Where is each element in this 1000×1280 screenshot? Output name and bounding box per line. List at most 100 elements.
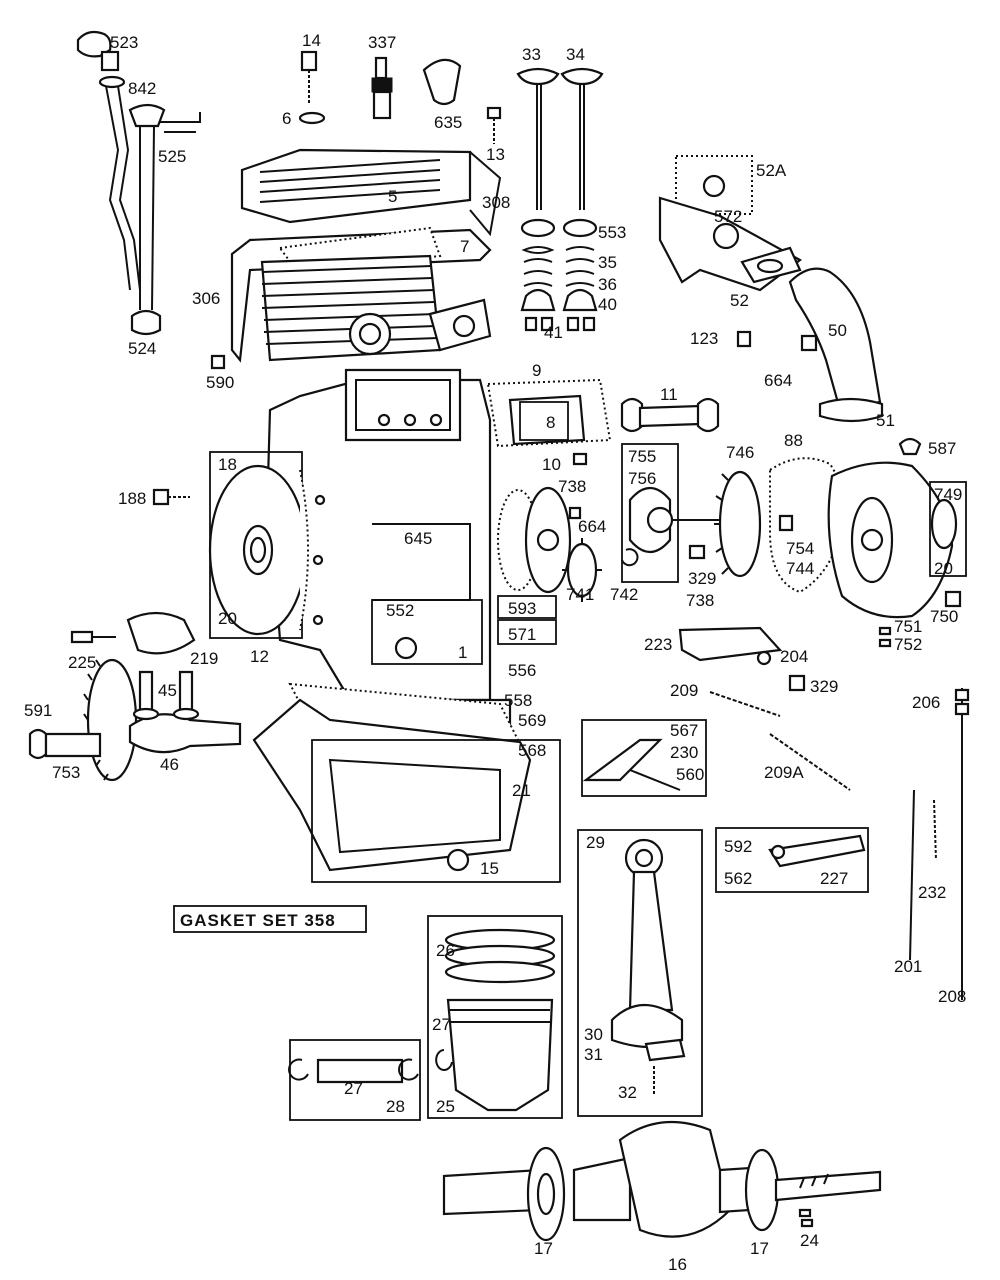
part-label: 6 (282, 109, 291, 128)
camshaft-parts (28, 611, 242, 782)
part-label: 756 (628, 469, 656, 488)
part-label: 209 (670, 681, 698, 700)
part-label: 587 (928, 439, 956, 458)
part-label: 523 (110, 33, 138, 52)
part-label: 749 (934, 485, 962, 504)
part-label: 742 (610, 585, 638, 604)
part-label: 25 (436, 1097, 455, 1116)
part-label: 754 (786, 539, 814, 558)
part-label: 225 (68, 653, 96, 672)
part-label: 591 (24, 701, 52, 720)
part-label: 45 (158, 681, 177, 700)
part-label: 27 (344, 1079, 363, 1098)
part-label: 567 (670, 721, 698, 740)
part-label: 209A (764, 763, 804, 782)
crankshaft (442, 1120, 882, 1242)
dipstick-assembly (76, 30, 201, 336)
part-label: 744 (786, 559, 814, 578)
part-number-labels: 523 842 525 524 590 306 14 6 337 635 13 … (24, 31, 966, 1274)
part-label: 306 (192, 289, 220, 308)
part-label: 201 (894, 957, 922, 976)
gasket-set-label: GASKET SET 358 (180, 911, 336, 930)
valve-parts (516, 67, 604, 332)
connecting-rod-group (577, 829, 703, 1117)
gasket-set-callout: GASKET SET 358 (173, 905, 367, 933)
part-label: 41 (544, 323, 563, 342)
part-label: 88 (784, 431, 803, 450)
part-label: 28 (386, 1097, 405, 1116)
part-label: 751 (894, 617, 922, 636)
part-label: 560 (676, 765, 704, 784)
part-label: 15 (480, 859, 499, 878)
part-label: 590 (206, 373, 234, 392)
intake-parts (658, 155, 884, 423)
gear-cover (827, 437, 967, 648)
part-label: 842 (128, 79, 156, 98)
part-label: 24 (800, 1231, 819, 1250)
timing-parts (497, 443, 845, 645)
part-label: 26 (436, 941, 455, 960)
part-label: 32 (618, 1083, 637, 1102)
part-label: 18 (218, 455, 237, 474)
part-label: 525 (158, 147, 186, 166)
part-label: 635 (434, 113, 462, 132)
part-label: 46 (160, 755, 179, 774)
piston-group (427, 915, 563, 1119)
part-label: 35 (598, 253, 617, 272)
wrist-pin-group (288, 1039, 421, 1121)
part-label: 16 (668, 1255, 687, 1274)
part-label: 20 (218, 609, 237, 628)
part-label: 562 (724, 869, 752, 888)
part-label: 21 (512, 781, 531, 800)
cylinder-head-parts (210, 50, 502, 370)
part-label: 750 (930, 607, 958, 626)
bracket-567-group (581, 719, 707, 797)
part-label: 31 (584, 1045, 603, 1064)
part-label: 308 (482, 193, 510, 212)
part-label: 329 (810, 677, 838, 696)
part-label: 206 (912, 693, 940, 712)
part-label: 664 (578, 517, 606, 536)
part-label: 571 (508, 625, 536, 644)
part-label: 8 (546, 413, 555, 432)
crankcase-cover (152, 451, 309, 639)
part-label: 14 (302, 31, 321, 50)
part-label: 40 (598, 295, 617, 314)
part-label: 1 (458, 643, 467, 662)
part-label: 30 (584, 1025, 603, 1044)
part-label: 568 (518, 741, 546, 760)
part-label: 755 (628, 447, 656, 466)
governor-linkage (678, 626, 970, 1000)
part-label: 10 (542, 455, 561, 474)
part-label: 29 (586, 833, 605, 852)
part-label: 230 (670, 743, 698, 762)
part-label: 204 (780, 647, 808, 666)
part-label: 7 (460, 237, 469, 256)
part-label: 569 (518, 711, 546, 730)
part-label: 219 (190, 649, 218, 668)
part-label: 50 (828, 321, 847, 340)
part-label: 329 (688, 569, 716, 588)
part-label: 34 (566, 45, 585, 64)
part-label: 232 (918, 883, 946, 902)
part-label: 645 (404, 529, 432, 548)
part-label: 33 (522, 45, 541, 64)
part-label: 337 (368, 33, 396, 52)
part-label: 746 (726, 443, 754, 462)
part-label: 52A (756, 161, 787, 180)
part-label: 17 (750, 1239, 769, 1258)
part-label: 552 (386, 601, 414, 620)
part-label: 188 (118, 489, 146, 508)
part-label: 572 (714, 207, 742, 226)
part-label: 556 (508, 661, 536, 680)
part-label: 524 (128, 339, 156, 358)
part-label: 9 (532, 361, 541, 380)
part-label: 738 (558, 477, 586, 496)
part-label: 208 (938, 987, 966, 1006)
part-label: 753 (52, 763, 80, 782)
part-label: 593 (508, 599, 536, 618)
oil-sump (252, 682, 561, 883)
part-label: 592 (724, 837, 752, 856)
lever-227-group (715, 827, 869, 893)
part-label: 12 (250, 647, 269, 666)
